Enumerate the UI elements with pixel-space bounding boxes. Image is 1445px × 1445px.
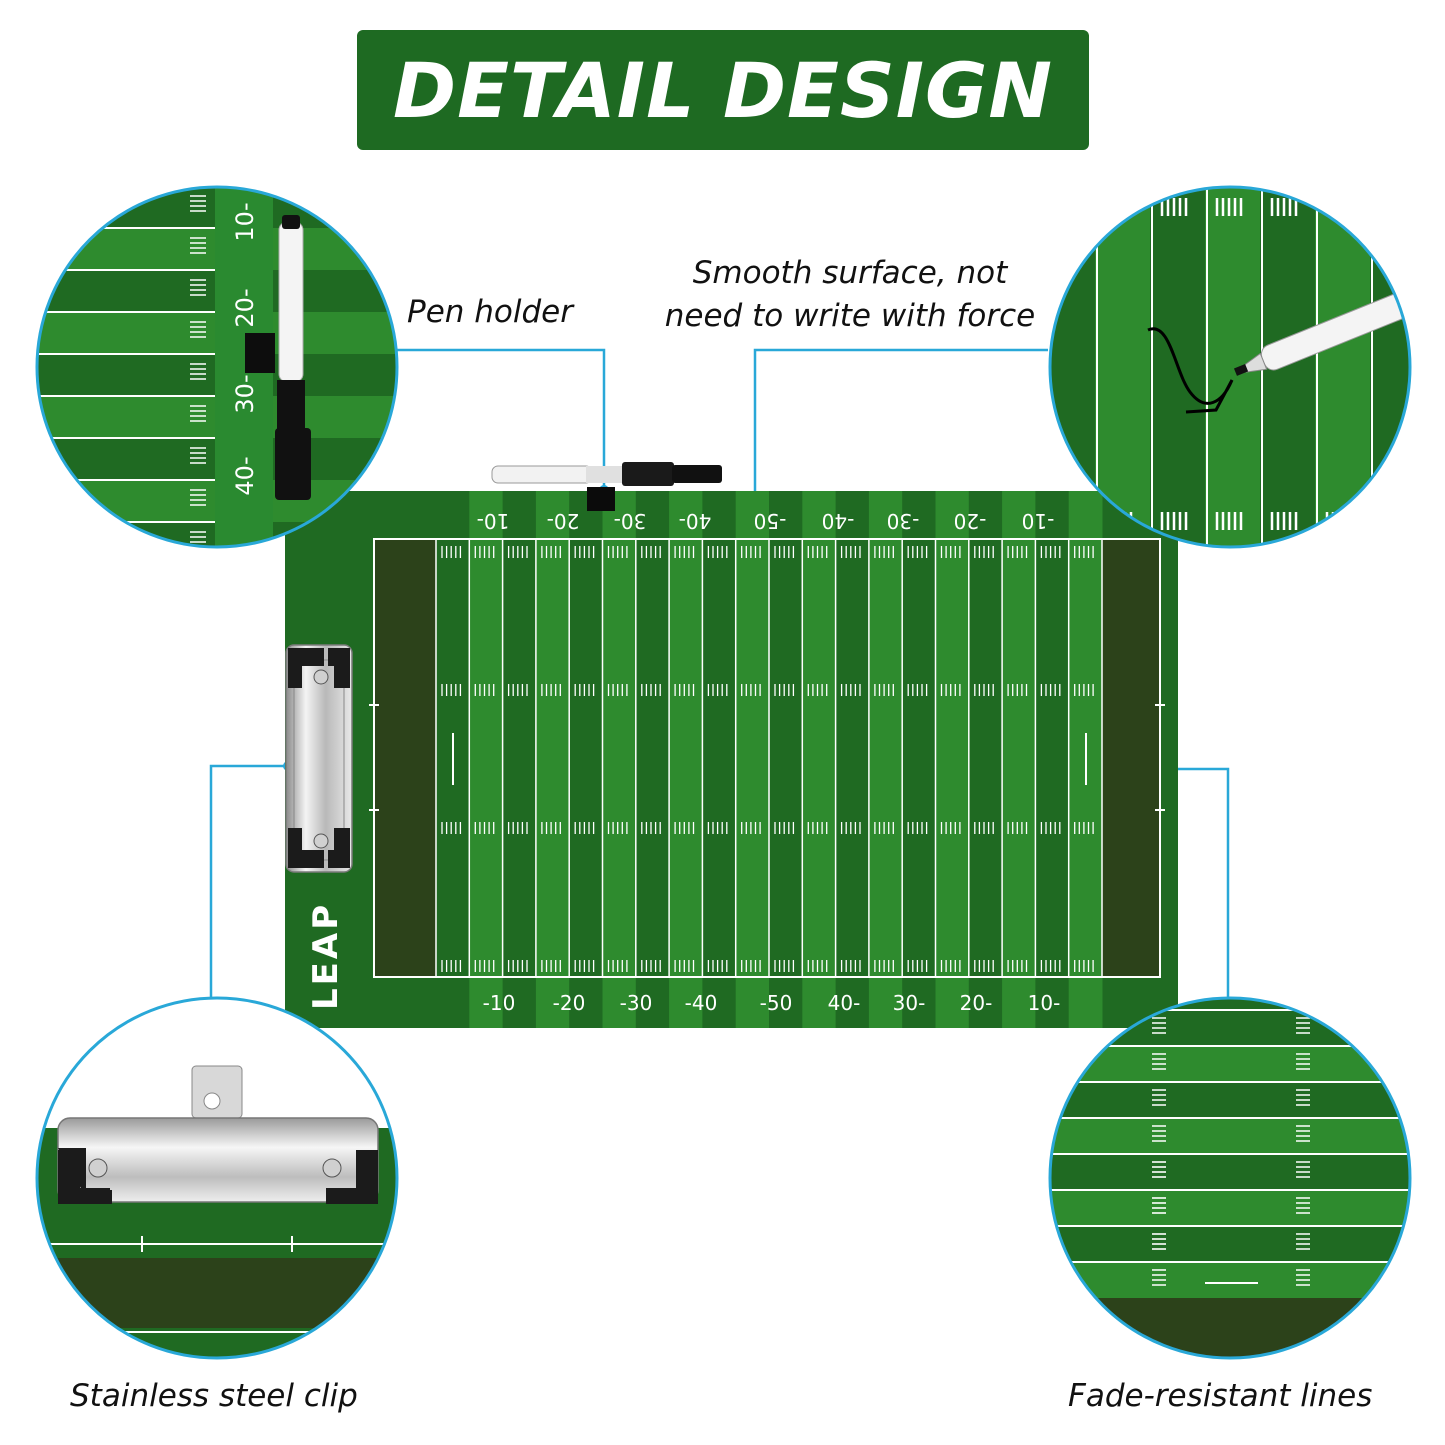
field-stripe [602,491,637,1028]
zoom-fade-resistant-lines [1050,998,1410,1358]
clip-label: Stainless steel clip [70,1378,358,1414]
smooth-surface-line1: Smooth surface, not [692,255,1008,291]
steel-clip [285,644,353,873]
zoom-yard-number: 20- [231,288,259,327]
bottom-yard-numbers: -10 -20 -30 -40 -50 40- 30- 20- 10- [483,991,1061,1015]
top-yard-number: -30 [887,509,920,533]
field-stripe [635,491,670,1028]
field-stripe [669,491,703,1028]
top-yard-number: 40- [679,509,712,533]
field-stripe [1035,491,1070,1028]
top-yard-number: -40 [822,509,855,533]
pen-holder-callout [397,348,606,490]
bottom-yard-number: 20- [960,991,993,1015]
field-stripe [835,491,870,1028]
pen-holder-clip [587,487,615,511]
field-boundary [373,538,1161,978]
marker-pen [491,462,722,511]
field-stripe [469,491,504,1028]
fade-resistant-label: Fade-resistant lines [1068,1378,1373,1414]
zoom-yard-number: 30- [231,374,259,413]
top-yard-number: -20 [954,509,987,533]
field-stripe [502,491,537,1028]
field-stripe [868,491,903,1028]
pen-holder-label: Pen holder [407,294,573,330]
hash-marks [441,546,1094,972]
top-yard-number: -50 [754,509,787,533]
top-yard-number: 30- [614,509,647,533]
top-yard-number: -10 [1022,509,1055,533]
field-stripe [968,491,1003,1028]
left-endzone [374,539,436,977]
bottom-yard-number: 40- [828,991,861,1015]
field-stripe [569,491,603,1028]
clip-callout [209,764,288,998]
field-stripe [1002,491,1036,1028]
zoom-yard-number: 40- [231,456,259,495]
field-stripes [436,491,1103,1028]
smooth-surface-line2: need to write with force [664,298,1036,334]
bottom-yard-number: -30 [620,991,653,1015]
field-stripe [802,491,837,1028]
banner-title: DETAIL DESIGN [393,45,1053,135]
field-stripe [735,491,770,1028]
bottom-yard-number: -20 [553,991,586,1015]
bottom-yard-number: -10 [483,991,516,1015]
field-stripe [702,491,737,1028]
right-endzone [1102,539,1160,977]
zoom-steel-clip [37,998,397,1358]
bottom-yard-number: 30- [893,991,926,1015]
smooth-surface-label: Smooth surface, not need to write with f… [645,252,1055,338]
bottom-yard-number: -50 [760,991,793,1015]
zoom-yard-number: 10- [231,202,259,241]
top-yard-number: 10- [477,509,510,533]
detail-design-banner: DETAIL DESIGN [357,30,1089,150]
bottom-yard-number: -40 [685,991,718,1015]
field-stripe [769,491,803,1028]
yard-lines [435,539,1103,977]
field-stripe [535,491,570,1028]
top-yard-numbers: 10- 20- 30- 40- -50 -40 -30 -20 -10 [477,509,1055,533]
brand-logo: LEAP [306,902,346,1010]
top-yard-number: 20- [547,509,580,533]
bottom-yard-number: 10- [1028,991,1061,1015]
field-stripe [902,491,936,1028]
clipboard-board: 10- 20- 30- 40- -50 -40 -30 -20 -10 -10 -20 -30 -40… [285,491,1178,1028]
field-stripe [935,491,970,1028]
